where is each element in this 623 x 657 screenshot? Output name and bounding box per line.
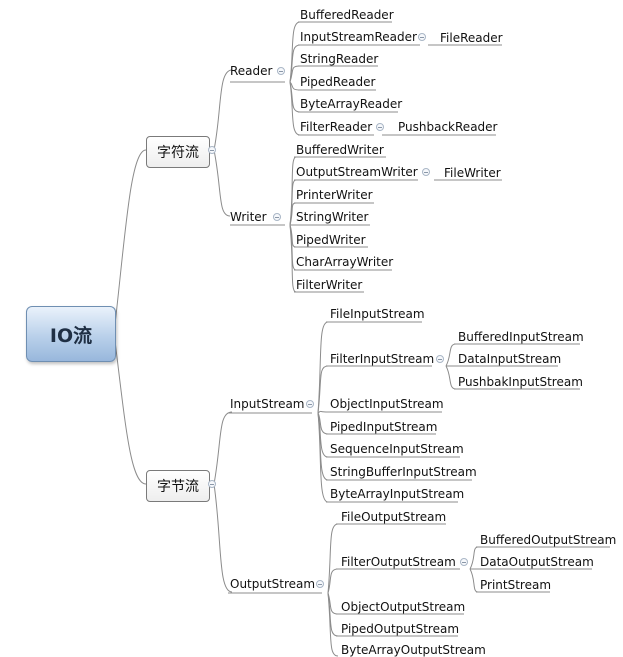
- reader-subitem[interactable]: FileReader: [440, 31, 503, 45]
- output-subitem[interactable]: PrintStream: [480, 578, 552, 592]
- link-root-char: [113, 149, 147, 334]
- collapse-icon[interactable]: [208, 480, 216, 488]
- writer-item[interactable]: CharArrayWriter: [296, 255, 394, 269]
- root-node[interactable]: IO流: [26, 306, 116, 362]
- inputstream-node[interactable]: InputStream: [230, 397, 305, 411]
- link-char-writer: [213, 149, 231, 217]
- link-char-reader: [213, 69, 233, 151]
- output-subitem[interactable]: BufferedOutputStream: [480, 533, 617, 547]
- reader-item[interactable]: BufferedReader: [300, 8, 394, 22]
- writer-item[interactable]: PrinterWriter: [296, 188, 373, 202]
- output-item[interactable]: ByteArrayOutputStream: [341, 643, 486, 657]
- writer-item[interactable]: StringWriter: [296, 210, 369, 224]
- collapse-icon[interactable]: [208, 146, 216, 154]
- collapse-icon[interactable]: [422, 168, 430, 176]
- reader-node[interactable]: Reader: [230, 64, 273, 78]
- link-byte-input: [213, 411, 233, 485]
- input-item[interactable]: FilterInputStream: [330, 352, 435, 366]
- input-subitem[interactable]: PushbakInputStream: [458, 375, 583, 389]
- collapse-icon[interactable]: [306, 400, 314, 408]
- input-item[interactable]: PipedInputStream: [330, 420, 438, 434]
- outputstream-node[interactable]: OutputStream: [230, 577, 316, 591]
- input-item[interactable]: FileInputStream: [330, 307, 425, 321]
- input-item[interactable]: StringBufferInputStream: [330, 465, 477, 479]
- input-subitem[interactable]: BufferedInputStream: [458, 330, 584, 344]
- link-byte-output: [213, 483, 233, 593]
- collapse-icon[interactable]: [316, 580, 324, 588]
- reader-item[interactable]: InputStreamReader: [300, 30, 417, 44]
- input-item[interactable]: SequenceInputStream: [330, 442, 464, 456]
- reader-item[interactable]: StringReader: [300, 52, 379, 66]
- reader-item[interactable]: PipedReader: [300, 75, 376, 89]
- collapse-icon[interactable]: [418, 33, 426, 41]
- output-item[interactable]: ObjectOutputStream: [341, 600, 466, 614]
- byte-stream-node[interactable]: 字节流: [146, 470, 210, 502]
- reader-item[interactable]: FilterReader: [300, 120, 373, 134]
- input-item[interactable]: ObjectInputStream: [330, 397, 444, 411]
- collapse-icon[interactable]: [436, 355, 444, 363]
- writer-subitem[interactable]: FileWriter: [444, 166, 501, 180]
- output-item[interactable]: FileOutputStream: [341, 510, 447, 524]
- reader-item[interactable]: ByteArrayReader: [300, 97, 403, 111]
- writer-item[interactable]: BufferedWriter: [296, 143, 384, 157]
- writer-item[interactable]: OutputStreamWriter: [296, 165, 418, 179]
- output-subitem[interactable]: DataOutputStream: [480, 555, 594, 569]
- collapse-icon[interactable]: [376, 123, 384, 131]
- writer-item[interactable]: PipedWriter: [296, 233, 366, 247]
- char-stream-node[interactable]: 字符流: [146, 136, 210, 168]
- output-item[interactable]: FilterOutputStream: [341, 555, 456, 569]
- input-subitem[interactable]: DataInputStream: [458, 352, 562, 366]
- writer-item[interactable]: FilterWriter: [296, 278, 363, 292]
- writer-node[interactable]: Writer: [230, 210, 267, 224]
- collapse-icon[interactable]: [273, 213, 281, 221]
- link-root-byte: [113, 332, 147, 485]
- input-item[interactable]: ByteArrayInputStream: [330, 487, 465, 501]
- collapse-icon[interactable]: [460, 558, 468, 566]
- output-item[interactable]: PipedOutputStream: [341, 622, 460, 636]
- reader-subitem[interactable]: PushbackReader: [398, 120, 498, 134]
- collapse-icon[interactable]: [277, 67, 285, 75]
